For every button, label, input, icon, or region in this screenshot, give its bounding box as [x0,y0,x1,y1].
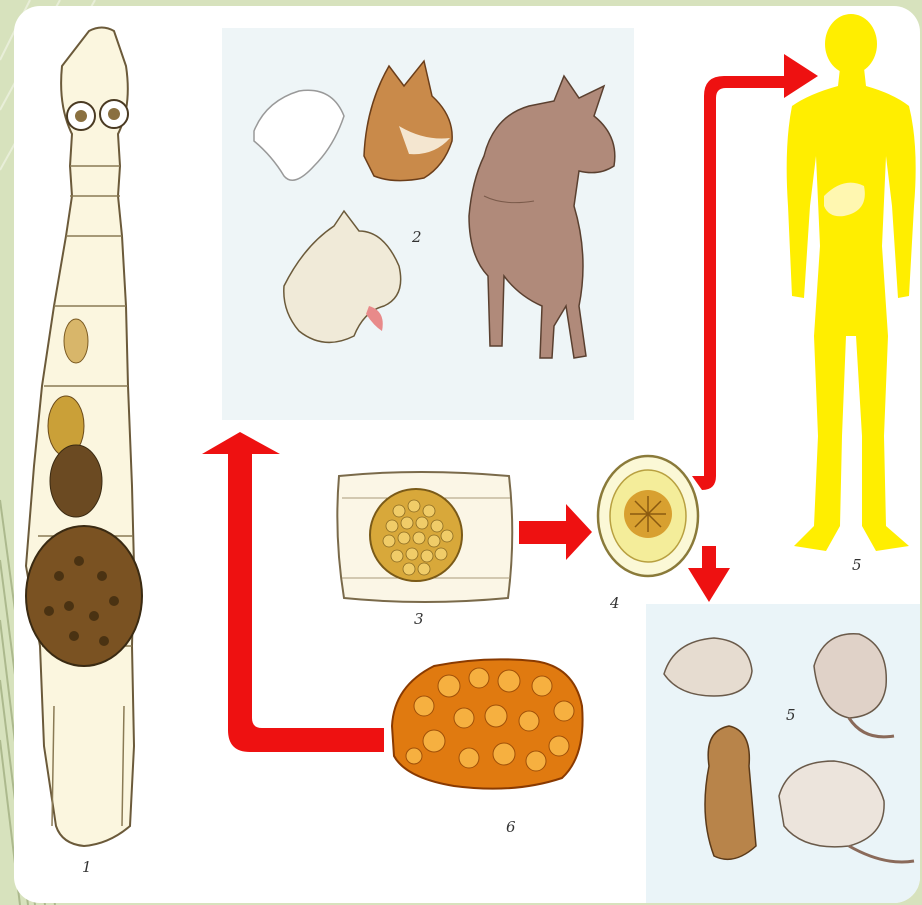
gravid-proglottid [337,472,512,602]
intermediate-hosts-panel [646,604,920,903]
lifecycle-diagram: 1 2 3 4 5 5 6 [14,6,920,903]
label-egg: 4 [610,594,620,612]
label-rodents: 5 [786,706,796,724]
tapeworm-illustration [26,28,142,847]
egg-onchosphere [598,456,698,576]
human-silhouette [787,14,916,551]
definitive-hosts-panel [222,28,634,420]
label-human: 5 [852,556,862,574]
label-cyst: 6 [506,818,516,836]
arrow-proglottid-to-egg [519,504,592,560]
label-proglottid: 3 [414,610,424,628]
arrow-egg-to-rodents [688,546,730,602]
label-tapeworm: 1 [82,858,92,876]
hydatid-cyst [392,659,583,788]
gopher [705,726,756,859]
label-definitive-hosts: 2 [412,228,422,246]
